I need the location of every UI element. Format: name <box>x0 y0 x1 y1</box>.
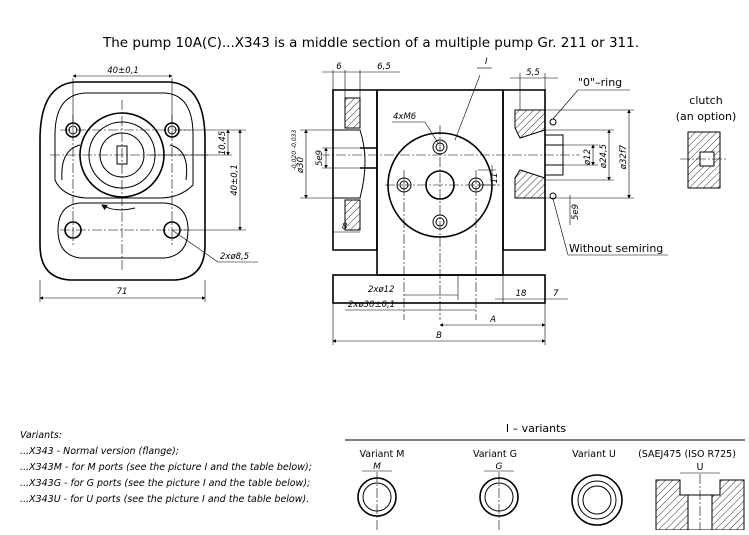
dim-d30: ø30 <box>296 157 306 174</box>
dim-5e9-left: 5e9 <box>315 150 325 166</box>
variants-heading: Variants: <box>20 430 62 441</box>
dim-b: B <box>436 331 442 341</box>
dim-5e9-right: 5e9 <box>571 204 581 220</box>
variant-u-sub: U <box>697 462 704 473</box>
dim-6: 6 <box>336 62 342 72</box>
variant-u-standard: (SAEJ475 (ISO R725) <box>638 449 736 460</box>
i-variants: I – variants Variant M M Variant G G Var… <box>345 422 745 531</box>
section-label-i: I <box>485 57 488 67</box>
dim-11: 11 <box>490 173 500 184</box>
dim-width: 71 <box>117 287 128 297</box>
dim-8: 8 <box>342 222 348 232</box>
dim-offset: 10,45 <box>218 131 228 155</box>
variant-g-label: Variant G <box>473 449 517 460</box>
without-semiring-label: Without semiring <box>569 242 663 255</box>
variant-item: ...X343 - Normal version (flange); <box>20 446 179 457</box>
dim-5-5: 5,5 <box>526 68 540 78</box>
variant-item: ...X343G - for G ports (see the picture … <box>20 478 310 489</box>
dim-d32f7: ø32f7 <box>619 144 629 170</box>
variants-list: Variants: ...X343 - Normal version (flan… <box>20 430 312 505</box>
variant-m-label: Variant M <box>360 449 405 460</box>
dim-2x30: 2xø30±0,1 <box>348 300 395 310</box>
clutch-view: clutch (an option) <box>676 94 737 189</box>
side-view: 6 6,5 I 5,5 "0"–ring 4xM6 ø30 -0,020 -0,… <box>291 57 668 345</box>
variant-item: ...X343M - for M ports (see the picture … <box>20 462 312 473</box>
variant-u-label: Variant U <box>572 449 616 460</box>
page-title: The pump 10A(C)...X343 is a middle secti… <box>102 35 639 51</box>
dim-d24-5: ø24,5 <box>599 144 609 169</box>
oring-label: "0"–ring <box>578 76 622 89</box>
dim-d30-tolerance: -0,020 -0,033 <box>291 130 298 171</box>
variant-item: ...X343U - for U ports (see the picture … <box>20 494 309 505</box>
dim-2x12: 2xø12 <box>368 285 394 295</box>
thread-label: 4xM6 <box>393 112 417 122</box>
dim-7: 7 <box>553 289 559 299</box>
variant-m-sub: M <box>373 462 381 472</box>
i-variants-heading: I – variants <box>506 422 567 435</box>
dim-top-spacing: 40±0,1 <box>107 66 138 76</box>
clutch-option-label: (an option) <box>676 110 737 123</box>
dim-right-spacing: 40±0,1 <box>230 164 240 195</box>
dim-d12: ø12 <box>583 149 593 166</box>
dim-18: 18 <box>516 289 527 299</box>
dim-6-5: 6,5 <box>377 62 391 72</box>
dim-holes: 2xø8,5 <box>220 252 249 262</box>
front-view: 40±0,1 40±0,1 10,45 2xø8,5 71 <box>39 66 258 302</box>
variant-g-sub: G <box>496 462 503 472</box>
clutch-label: clutch <box>689 94 722 107</box>
dim-a: A <box>489 315 496 325</box>
